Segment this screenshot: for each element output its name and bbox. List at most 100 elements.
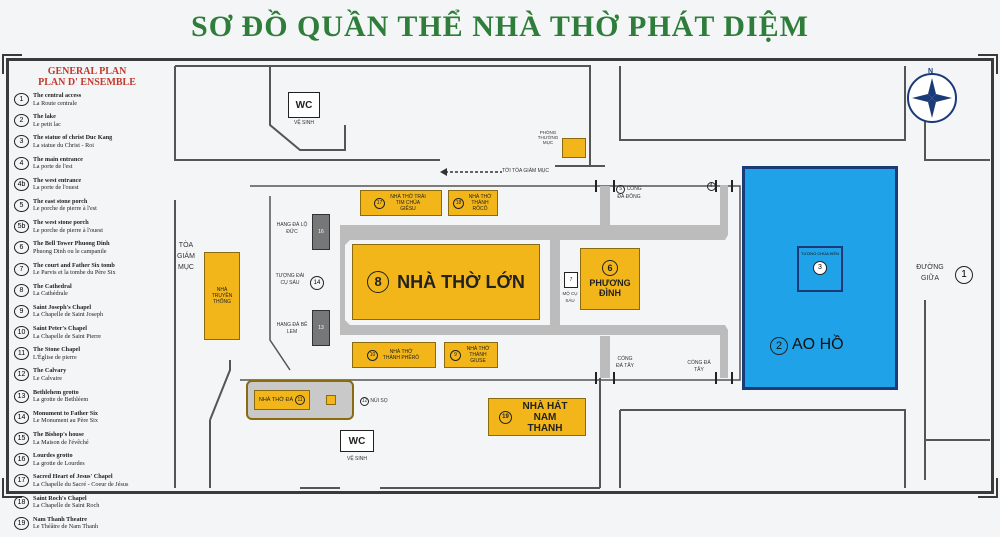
legend-item-fr: Le Monument au Père Six	[33, 417, 98, 425]
duong-giua-num: 1	[955, 266, 973, 284]
legend-item-en: The main entrance	[33, 155, 83, 163]
legend-item-en: The court and Father Six tomb	[33, 261, 115, 269]
statue-box: TƯỢNG CHÚA KIÊN 3	[797, 246, 843, 292]
nha-tho-trai-tim-num: 17	[374, 197, 385, 209]
legend-item-en: The statue of christ Duc Kang	[33, 134, 113, 142]
legend-item-en: Saint Roch's Chapel	[33, 494, 87, 502]
frame-corner-decoration	[978, 54, 998, 74]
legend-item-en: The west stone porch	[33, 219, 89, 227]
legend-item-number: 7	[14, 262, 29, 276]
wc-top-title: WC	[295, 99, 313, 111]
cong-da-dong-text: CỔNG ĐÁ ĐÔNG	[617, 186, 642, 200]
tomb-num: 7	[569, 277, 573, 283]
tomb: 7	[564, 272, 578, 288]
legend-item-en: The Cathedral	[33, 282, 72, 290]
legend-item-en: The east stone porch	[33, 197, 88, 205]
hang-da-lo-duc-label: HANG ĐÁ LỘ ĐỨC	[272, 222, 312, 236]
legend-item-fr: Le Théâtre de Nam Thanh	[33, 523, 99, 531]
frame-corner-decoration	[2, 478, 22, 498]
nui-so-num: 12	[360, 397, 369, 406]
legend-item-en: The Bell Tower Phuong Dinh	[33, 240, 110, 248]
nha-tho-thanh-giuse-text: NHÀ THỜ THÁNH GIUSE	[466, 346, 490, 364]
legend-item-fr: La Cathédrale	[33, 290, 68, 298]
legend-item-fr: Le porche de pierre à l'ouest	[33, 226, 104, 234]
cong-da-tay-left: CỔNG ĐÁ TÂY	[616, 356, 634, 369]
tuong-dai-cu-sau-num: 14	[310, 276, 324, 290]
nha-tho-thanh-giuse: 9 NHÀ THỜ THÁNH GIUSE	[444, 342, 498, 368]
cathedral-text: NHÀ THỜ LỚN	[397, 271, 525, 292]
legend-item-en: The Calvary	[33, 367, 67, 375]
legend-item-number: 9	[14, 304, 29, 318]
nha-tho-da: NHÀ THỜ ĐÁ 11	[254, 390, 310, 410]
gate-4-label: 4	[706, 182, 716, 191]
nha-tho-trai-tim: 17 NHÀ THỜ TRÁI TIM CHÚA GIÊSU	[360, 190, 442, 216]
wc-bottom: WC	[340, 430, 374, 452]
legend-item-number: 17	[14, 474, 29, 488]
hang-da-be-lem-text: HANG ĐÁ BÊ LEM	[276, 322, 308, 335]
legend-item-en: Lourdes grotto	[33, 452, 73, 460]
compass-label: N	[928, 68, 934, 75]
legend-item-en: The central access	[33, 92, 82, 99]
cong-da-dong-num: 5	[616, 185, 626, 194]
nha-tho-thanh-phero: 10 NHÀ THỜ THÁNH PHÊRÔ	[352, 342, 436, 368]
legend-item-en: Monument to Father Six	[33, 409, 99, 417]
legend-item-fr: La grotte de Lourdes	[33, 459, 85, 467]
frame-corner-decoration	[978, 478, 998, 498]
legend-item-en: Sacred Heart of Jesus' Chapel	[33, 473, 113, 481]
legend-item-en: Saint Peter's Chapel	[33, 325, 87, 333]
legend-item-number: 8	[14, 283, 29, 297]
frame-corner-decoration	[2, 54, 22, 74]
legend-item-number: 2	[14, 114, 29, 128]
phuong-dinh: 6 PHƯƠNG ĐÌNH	[580, 248, 640, 310]
legend-item-en: The Stone Chapel	[33, 346, 81, 354]
pond-num: 2	[770, 337, 788, 355]
legend-item-fr: La Maison de l'évêché	[33, 438, 89, 446]
hang-da-lo-duc-num: 16	[318, 229, 324, 235]
legend-item-en: Saint Joseph's Chapel	[33, 303, 92, 311]
map-frame	[6, 58, 994, 494]
hang-da-lo-duc-text: HANG ĐÁ LỘ ĐỨC	[276, 222, 308, 235]
nha-tho-da-text: NHÀ THỜ ĐÁ	[258, 397, 294, 403]
legend-item-fr: La porte de l'est	[33, 163, 73, 171]
nha-tho-thanh-roco: 18 NHÀ THỜ THÁNH RÔCÔ	[448, 190, 498, 216]
legend-item-en: The west entrance	[33, 176, 82, 184]
hang-da-be-lem: 13	[312, 310, 330, 346]
tuong-dai-cu-sau-label: TƯỢNG ĐÀI CỤ SÁU	[272, 273, 308, 287]
nha-hat-text: NHÀ HÁT NAM THANH	[522, 400, 568, 434]
legend-item-number: 6	[14, 241, 29, 255]
legend-item-fr: La Chapelle de Saint Joseph	[33, 311, 104, 319]
legend-item-number: 13	[14, 389, 29, 403]
legend-item-number: 15	[14, 432, 29, 445]
legend-item-number: 16	[14, 453, 29, 467]
phong-thuong-muc	[562, 138, 586, 158]
legend-item-en: Nam Thanh Theatre	[33, 515, 87, 523]
wc-top-sub: VỆ SINH	[293, 120, 314, 126]
hang-da-be-lem-label: HANG ĐÁ BÊ LEM	[272, 322, 312, 336]
nha-tho-da-num: 11	[295, 395, 306, 405]
